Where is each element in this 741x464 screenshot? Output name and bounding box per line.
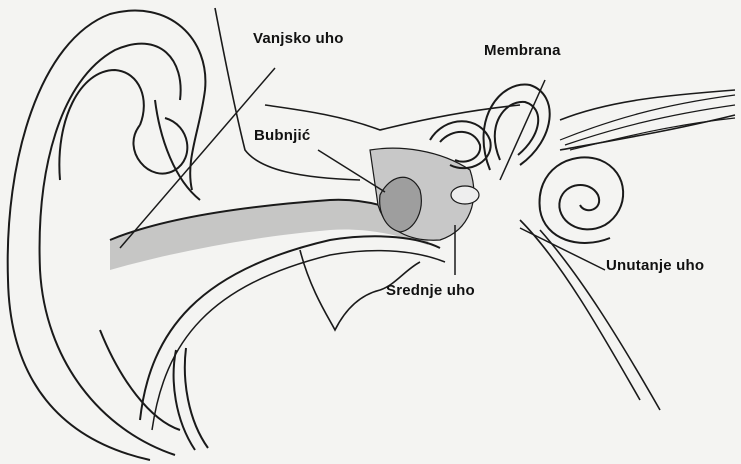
leader-membrane [500,80,545,180]
cochlea [540,157,624,242]
label-inner-ear: Unutanje uho [606,257,704,274]
semicircular-canals [430,85,550,170]
auditory-nerve [560,95,735,150]
ear-canal [110,200,445,430]
label-eardrum: Bubnjić [254,127,310,144]
label-outer-ear: Vanjsko uho [253,30,344,47]
label-middle-ear: Srednje uho [386,282,475,299]
label-membrane: Membrana [484,42,561,59]
leader-inner-ear [520,228,605,270]
